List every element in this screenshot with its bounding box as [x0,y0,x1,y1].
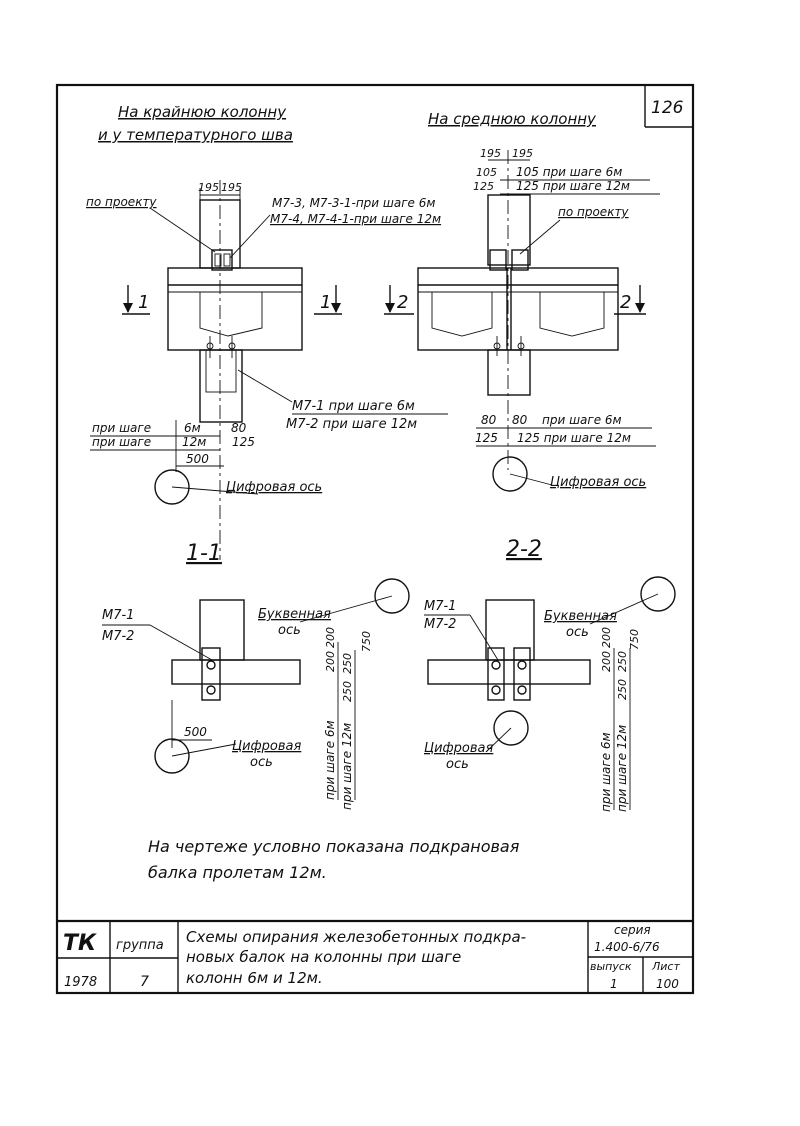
section-1: 1-1 М7-1 М7-2 Буквенная ось 200 200 250 … [102,541,410,810]
left-step12-dim: 125 [232,435,255,449]
left-section-mark-a: 1 [138,292,149,313]
section-2-title: 2-2 [506,537,542,562]
left-step6-text: при шаге [92,421,151,435]
tb-sheet-label: Лист [651,960,680,973]
right-dim-80a: 80 [481,413,497,427]
section-2-dim-750: 750 [628,629,641,650]
tb-issue-label: выпуск [590,960,632,973]
right-label-project: по проекту [558,205,629,219]
section-2-step6: при шаге 6м [599,732,613,812]
left-label-project: по проекту [86,195,157,209]
section-1-dim-200b: 200 [324,627,337,648]
section-1-title: 1-1 [186,541,222,566]
right-axis-label: Цифровая ось [550,475,646,490]
section-1-step6: при шаге 6м [323,720,337,800]
right-section-mark-a: 2 [397,292,408,313]
section-2-digit-axis-2: ось [446,757,469,772]
right-dim-105: 105 [476,166,497,179]
sheet-number: 126 [651,98,684,118]
tb-series-label: серия [614,923,651,937]
section-1-letter-axis-1: Буквенная [258,607,331,622]
left-step6-dim: 80 [231,421,247,435]
left-label-m72: М7-2 при шаге 12м [286,417,417,432]
left-view: На крайнюю колонну и у температурного шв… [86,103,448,560]
section-1-digit-axis-2: ось [250,755,273,770]
left-label-m74: М7-4, М7-4-1-при шаге 12м [270,212,441,226]
tb-org: ТК [63,931,97,956]
section-1-dim-200a: 200 [324,651,337,672]
left-title-line2: и у температурного шва [98,126,293,144]
section-2-step12: при шаге 12м [615,725,629,812]
section-2-digit-axis-1: Цифровая [424,741,493,756]
section-1-dim-500: 500 [184,725,207,739]
section-1-step12: при шаге 12м [340,723,354,810]
tb-year: 1978 [64,975,97,990]
tb-title-3: колонн 6м и 12м. [186,969,323,987]
tb-issue-value: 1 [610,977,618,991]
section-2-dim-200b: 200 [600,627,613,648]
left-label-m73: М7-3, М7-3-1-при шаге 6м [272,196,435,210]
right-dim-125: 125 [473,180,494,193]
right-label-125: 125 при шаге 12м [516,179,630,193]
section-1-m71: М7-1 [102,608,134,623]
left-title-line1: На крайнюю колонну [118,103,287,121]
sheet-frame [55,83,695,995]
tb-title-1: Схемы опирания железобетонных подкра- [186,928,526,946]
section-2-dim-200a: 200 [600,651,613,672]
left-beam [167,267,303,351]
right-beam [417,267,619,351]
left-dim-500: 500 [186,452,209,466]
right-label-80: при шаге 6м [542,413,622,427]
section-1-letter-axis-2: ось [278,623,301,638]
left-step12-val: 12м [182,435,206,449]
section-1-digit-axis-1: Цифровая [232,739,301,754]
left-step6-val: 6м [184,421,201,435]
section-1-dim-250b: 250 [341,681,354,702]
section-2-dim-250b: 250 [616,679,629,700]
right-view: На среднюю колонну 195 195 105 105 при ш… [384,110,660,492]
right-label-125b: 125 при шаге 12м [517,431,631,445]
title-block: ТК группа 1978 7 Схемы опирания железобе… [57,919,693,993]
section-2-letter-axis-2: ось [566,625,589,640]
right-dim-80b: 80 [512,413,528,427]
section-2-m72: М7-2 [424,617,456,632]
sheet-number-box: 126 [644,85,693,128]
section-2-dim-250a: 250 [616,651,629,672]
right-label-105: 105 при шаге 6м [516,165,622,179]
section-1-dim-750: 750 [360,631,373,652]
right-dim-125a: 125 [475,431,498,445]
left-dim-195b: 195 [221,181,242,194]
left-label-m71: М7-1 при шаге 6м [292,399,415,414]
right-dim-195a: 195 [480,147,501,160]
left-step12-text: при шаге [92,435,151,449]
tb-group-label: группа [116,938,164,953]
tb-group-value: 7 [140,974,149,990]
tb-title-2: новых балок на колонны при шаге [186,948,461,966]
right-axis-bubble [492,456,528,492]
note-line1: На чертеже условно показана подкрановая [148,837,520,856]
section-1-dim-250a: 250 [341,653,354,674]
section-1-m72: М7-2 [102,629,134,644]
left-dim-195a: 195 [198,181,219,194]
tb-sheet-value: 100 [656,977,679,991]
right-title: На среднюю колонну [428,110,597,128]
left-axis-label: Цифровая ось [226,480,322,495]
section-2: 2-2 М7-1 М7-2 Буквенная ось 200 200 250 … [424,537,676,812]
tb-series-value: 1.400-6/76 [594,940,660,954]
section-2-m71: М7-1 [424,599,456,614]
left-section-mark-b: 1 [320,292,331,313]
left-axis-bubble [154,469,190,505]
note-line2: балка пролетам 12м. [148,863,327,882]
right-section-mark-b: 2 [620,292,631,313]
right-dim-195b: 195 [512,147,533,160]
